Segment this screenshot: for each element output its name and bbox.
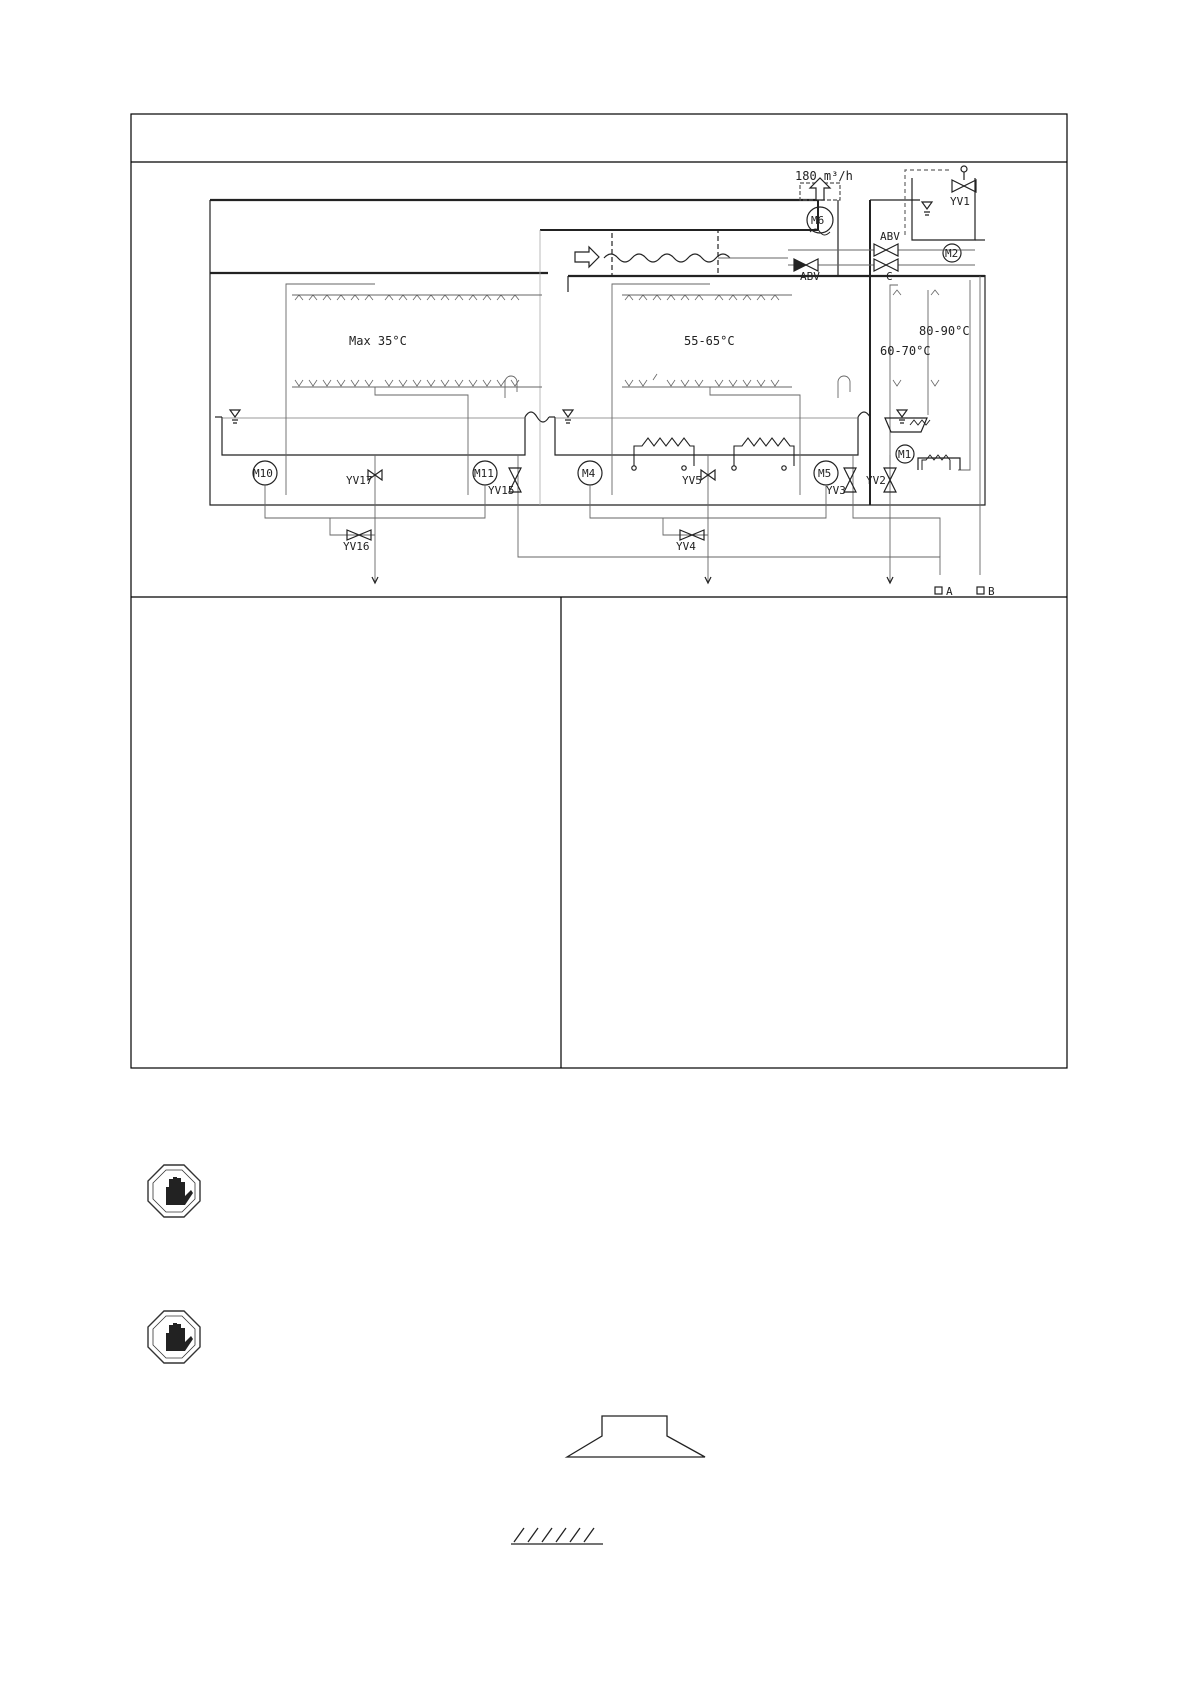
label-pump-m10: M10 [253,467,273,480]
hat-profile-symbol [564,1415,706,1458]
label-pump-m5: M5 [818,467,831,480]
label-valve-yv5: YV5 [682,474,702,487]
hatched-ground-symbol [511,1527,603,1545]
label-flow: 180 m³/h [795,169,853,183]
schematic-labels: 180 m³/h Max 35°C 55-65°C 60-70°C 80-90°… [253,169,995,598]
label-valve-yv17: YV17 [346,474,373,487]
label-valve-yv1: YV1 [950,195,970,208]
label-valve-yv3: YV3 [826,484,846,497]
label-valve-yv15: YV15 [488,484,515,497]
label-pump-m2: M2 [945,247,958,260]
table-frame [130,113,1068,1069]
label-pump-m4: M4 [582,467,596,480]
label-wash-temp: Max 35°C [349,334,407,348]
label-final-high-temp: 80-90°C [919,324,970,338]
label-pump-m1: M1 [898,448,911,461]
label-valve-yv4: YV4 [676,540,696,553]
label-check-valve: C [886,270,893,283]
label-valve-yv2: YV2 [866,474,886,487]
label-abv-top: ABV [880,230,900,243]
label-valve-yv16: YV16 [343,540,370,553]
label-fan-m6: M6 [811,214,824,227]
stop-hand-icon [147,1310,201,1364]
label-connection-a: A [946,585,953,598]
schematic [209,165,986,595]
label-connection-b: B [988,585,995,598]
label-rinse-temp: 55-65°C [684,334,735,348]
stop-hand-icon [147,1164,201,1218]
label-final-low-temp: 60-70°C [880,344,931,358]
label-pump-m11: M11 [474,467,494,480]
label-abv-mid: ABV [800,270,820,283]
